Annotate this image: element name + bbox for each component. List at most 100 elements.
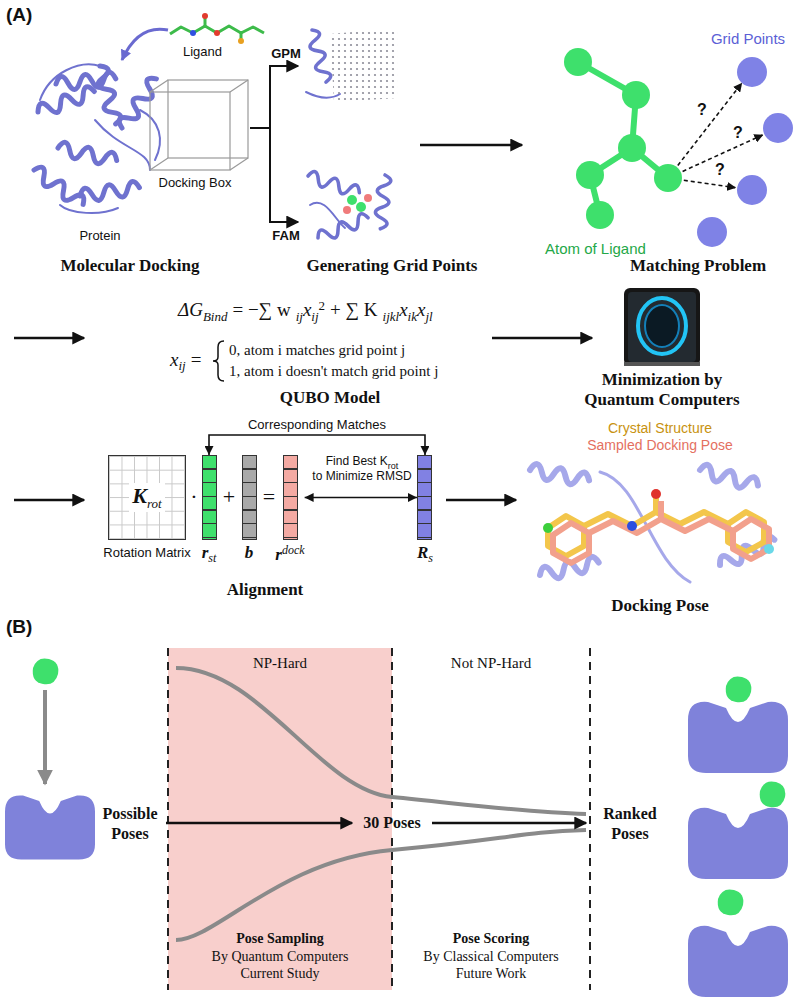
ligand-atoms bbox=[564, 48, 592, 76]
matrix-subscript: rot bbox=[147, 496, 162, 511]
ligand-atoms bbox=[618, 134, 646, 162]
label-holder: Docking Box bbox=[159, 175, 232, 190]
label-holder: Possible Poses bbox=[90, 804, 170, 844]
panel-letter: (A) bbox=[6, 4, 32, 26]
equation-index: ij bbox=[311, 309, 318, 324]
operator: = bbox=[263, 486, 275, 508]
method-label: FAM bbox=[272, 228, 299, 243]
match-arrow bbox=[678, 83, 742, 165]
label-holder: ? bbox=[697, 102, 707, 118]
quantum-computer bbox=[638, 298, 686, 354]
docking-pose-view bbox=[529, 463, 778, 582]
vector-symbol: R bbox=[417, 543, 428, 562]
equation-line: ΔGBind= −∑ wijxij2+ ∑ Kijklxikxjl bbox=[178, 298, 433, 325]
label-holder: GPM bbox=[271, 46, 301, 61]
equation-index: jl bbox=[425, 309, 432, 324]
label-holder: Sampled Docking Pose bbox=[587, 437, 733, 454]
label-holder: to Minimize RMSD bbox=[312, 468, 411, 484]
step-caption: Molecular Docking bbox=[61, 256, 200, 276]
flow-arrow bbox=[420, 144, 522, 147]
label-holder: 30 Poses bbox=[363, 813, 420, 833]
equation-case: 1, atom i doesn't match grid point j bbox=[229, 361, 438, 381]
fragment-view bbox=[364, 194, 372, 202]
equation-index: ijkl bbox=[383, 309, 400, 324]
docking-pose-view bbox=[651, 489, 661, 499]
label-holder: Ranked Poses bbox=[590, 804, 670, 844]
label-holder: Pose Scoring bbox=[453, 930, 530, 948]
quantum-computer bbox=[624, 288, 700, 366]
quantum-computer bbox=[624, 362, 700, 366]
label-holder: FAM bbox=[272, 228, 299, 243]
connector-arrow bbox=[209, 435, 425, 455]
question-mark: ? bbox=[733, 125, 743, 141]
docking-pose-view bbox=[543, 523, 553, 533]
funnel-curve bbox=[176, 830, 586, 940]
label-holder: Matching Problem bbox=[630, 256, 766, 276]
vector-cells bbox=[417, 455, 432, 540]
docking-box bbox=[150, 80, 248, 170]
fragment-view bbox=[306, 170, 391, 244]
flow-arrow bbox=[446, 499, 516, 502]
step-caption: QUBO Model bbox=[280, 388, 381, 408]
label-holder: Ligand bbox=[183, 44, 222, 59]
stage-note: By Classical Computers Future Work bbox=[404, 948, 579, 982]
ligand-blob bbox=[726, 676, 752, 702]
protein-ribbon bbox=[60, 205, 118, 213]
quantum-computer bbox=[628, 292, 696, 362]
label-holder: 0, atom i matches grid point j bbox=[229, 340, 405, 360]
equation-index: ij bbox=[296, 309, 303, 324]
receptor-shape bbox=[688, 808, 788, 879]
method-arrow bbox=[250, 66, 298, 128]
note-text: Find Best K bbox=[326, 454, 388, 468]
structure-label: Sampled Docking Pose bbox=[587, 437, 733, 454]
equation-term: x bbox=[170, 349, 178, 370]
protein-ribbon bbox=[40, 64, 100, 100]
ligand-atoms bbox=[564, 48, 682, 229]
edge-label: Corresponding Matches bbox=[248, 417, 386, 432]
divider-line bbox=[167, 648, 169, 990]
vector-symbol: r bbox=[202, 543, 209, 562]
label-holder: ? bbox=[715, 162, 725, 178]
flow-arrow bbox=[14, 499, 84, 502]
operator: + bbox=[223, 486, 235, 508]
symbol-holder: rdock bbox=[275, 543, 304, 565]
edge-label-holder: Corresponding Matches bbox=[248, 417, 386, 432]
grid-point-circles bbox=[737, 175, 767, 205]
fragment-view bbox=[347, 195, 357, 205]
label-holder: (B) bbox=[6, 616, 32, 638]
equation-term: + ∑ K bbox=[330, 299, 377, 320]
protein-ribbon bbox=[30, 164, 87, 210]
method-label: GPM bbox=[271, 46, 301, 61]
ligand-molecule bbox=[214, 30, 220, 36]
ligand-blob bbox=[718, 889, 744, 915]
vector-cells bbox=[202, 455, 217, 540]
protein-ribbon bbox=[30, 64, 162, 213]
receptor-shape bbox=[5, 795, 95, 859]
caption-holder: Rotation Matrix bbox=[103, 543, 190, 561]
equation-term: x bbox=[399, 299, 407, 320]
quantum-computer bbox=[645, 305, 679, 347]
protein-ribbon bbox=[95, 120, 150, 170]
vector-bar: b bbox=[242, 455, 257, 563]
note-text: to Minimize RMSD bbox=[312, 468, 411, 484]
symbol-holder: Rs bbox=[417, 543, 433, 566]
ligand-blob bbox=[33, 658, 786, 915]
equation-term: ΔG bbox=[178, 299, 203, 320]
label-holder: ? bbox=[733, 125, 743, 141]
fragment-view bbox=[343, 206, 351, 214]
np-hard-band-fill bbox=[168, 648, 392, 990]
funnel-curve bbox=[176, 668, 586, 814]
ligand-atoms bbox=[578, 62, 668, 215]
stage-note: By Quantum Computers Current Study bbox=[193, 948, 368, 982]
grid-points-label: Grid Points bbox=[711, 30, 785, 48]
equation-line: xij= bbox=[170, 349, 206, 374]
protein-ribbon bbox=[79, 181, 140, 203]
panel-letter: (B) bbox=[6, 616, 32, 638]
label-holder: = bbox=[263, 486, 275, 508]
label-holder: Protein bbox=[79, 228, 120, 243]
part-label: Ligand bbox=[183, 44, 222, 59]
equation-term: = bbox=[191, 349, 202, 370]
atom-label: Atom of Ligand bbox=[545, 240, 646, 258]
equation-term: x bbox=[303, 299, 311, 320]
